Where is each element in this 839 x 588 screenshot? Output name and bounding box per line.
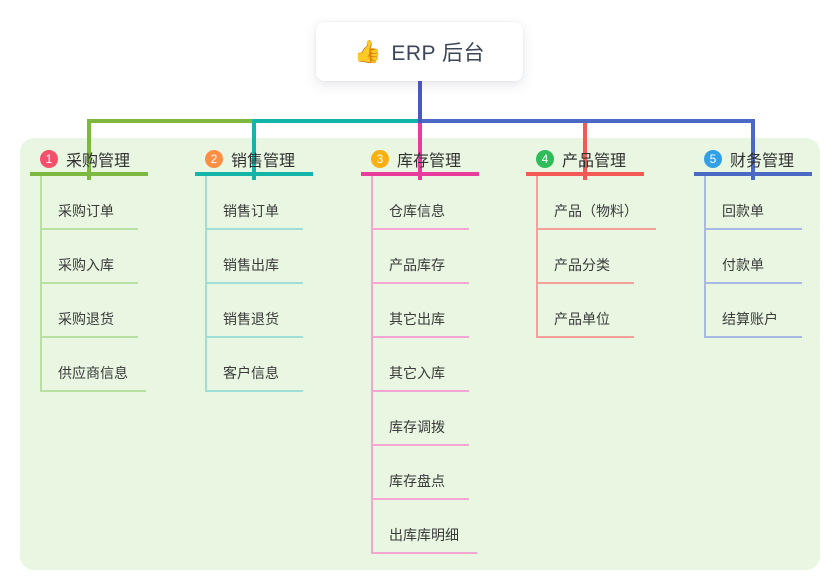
branch-inventory: 3 库存管理 仓库信息 产品库存 其它出库 其它入库 库存调拨 库存盘点 出库库… xyxy=(361,146,479,554)
child-label: 供应商信息 xyxy=(58,365,128,381)
child-node[interactable]: 出库库明细 xyxy=(373,500,477,554)
child-node[interactable]: 其它入库 xyxy=(373,338,469,392)
child-label: 销售订单 xyxy=(223,203,279,219)
child-node[interactable]: 销售订单 xyxy=(207,176,303,230)
child-label: 出库库明细 xyxy=(389,527,459,543)
child-node[interactable]: 其它出库 xyxy=(373,284,469,338)
branch-sales: 2 销售管理 销售订单 销售出库 销售退货 客户信息 xyxy=(195,146,313,392)
branch-purchase-title[interactable]: 1 采购管理 xyxy=(30,146,148,176)
child-label: 付款单 xyxy=(722,257,764,273)
child-label: 销售出库 xyxy=(223,257,279,273)
branch-product-children: 产品（物料） 产品分类 产品单位 xyxy=(536,176,656,338)
child-node[interactable]: 采购入库 xyxy=(42,230,138,284)
child-label: 回款单 xyxy=(722,203,764,219)
child-label: 其它入库 xyxy=(389,365,445,381)
child-node[interactable]: 采购退货 xyxy=(42,284,138,338)
child-node[interactable]: 产品单位 xyxy=(538,284,634,338)
child-label: 库存盘点 xyxy=(389,473,445,489)
root-node[interactable]: 👍 ERP 后台 xyxy=(316,22,523,81)
child-node[interactable]: 客户信息 xyxy=(207,338,303,392)
branch-sales-title[interactable]: 2 销售管理 xyxy=(195,146,313,176)
child-node[interactable]: 销售出库 xyxy=(207,230,303,284)
branch-number-badge: 3 xyxy=(371,150,389,168)
root-node-label: ERP 后台 xyxy=(391,41,486,65)
branch-finance-children: 回款单 付款单 结算账户 xyxy=(704,176,812,338)
child-label: 其它出库 xyxy=(389,311,445,327)
child-label: 产品（物料） xyxy=(554,203,638,219)
child-label: 产品库存 xyxy=(389,257,445,273)
branch-inventory-title[interactable]: 3 库存管理 xyxy=(361,146,479,176)
child-node[interactable]: 销售退货 xyxy=(207,284,303,338)
child-node[interactable]: 产品分类 xyxy=(538,230,634,284)
branch-title-label: 销售管理 xyxy=(231,153,296,170)
child-label: 库存调拨 xyxy=(389,419,445,435)
child-node[interactable]: 供应商信息 xyxy=(42,338,146,392)
branch-purchase: 1 采购管理 采购订单 采购入库 采购退货 供应商信息 xyxy=(30,146,148,392)
branch-number-badge: 1 xyxy=(40,150,58,168)
branch-finance: 5 财务管理 回款单 付款单 结算账户 xyxy=(694,146,812,338)
branch-title-label: 采购管理 xyxy=(66,153,131,170)
child-node[interactable]: 采购订单 xyxy=(42,176,138,230)
child-node[interactable]: 产品库存 xyxy=(373,230,469,284)
branch-number-badge: 5 xyxy=(704,150,722,168)
child-label: 采购入库 xyxy=(58,257,114,273)
branch-sales-children: 销售订单 销售出库 销售退货 客户信息 xyxy=(205,176,313,392)
branch-number-badge: 4 xyxy=(536,150,554,168)
branch-purchase-children: 采购订单 采购入库 采购退货 供应商信息 xyxy=(40,176,148,392)
child-label: 销售退货 xyxy=(223,311,279,327)
child-node[interactable]: 付款单 xyxy=(706,230,802,284)
branch-title-label: 财务管理 xyxy=(730,153,795,170)
branch-number-badge: 2 xyxy=(205,150,223,168)
branch-inventory-children: 仓库信息 产品库存 其它出库 其它入库 库存调拨 库存盘点 出库库明细 xyxy=(371,176,479,554)
child-node[interactable]: 结算账户 xyxy=(706,284,802,338)
branch-product: 4 产品管理 产品（物料） 产品分类 产品单位 xyxy=(526,146,656,338)
child-label: 结算账户 xyxy=(722,311,778,327)
child-label: 产品分类 xyxy=(554,257,610,273)
thumbs-up-icon: 👍 xyxy=(353,38,382,64)
child-node[interactable]: 库存盘点 xyxy=(373,446,469,500)
child-label: 仓库信息 xyxy=(389,203,445,219)
child-node[interactable]: 回款单 xyxy=(706,176,802,230)
child-label: 采购退货 xyxy=(58,311,114,327)
branch-title-label: 库存管理 xyxy=(397,153,462,170)
child-node[interactable]: 仓库信息 xyxy=(373,176,469,230)
branch-finance-title[interactable]: 5 财务管理 xyxy=(694,146,812,176)
child-label: 采购订单 xyxy=(58,203,114,219)
branch-product-title[interactable]: 4 产品管理 xyxy=(526,146,644,176)
child-node[interactable]: 库存调拨 xyxy=(373,392,469,446)
child-node[interactable]: 产品（物料） xyxy=(538,176,656,230)
child-label: 产品单位 xyxy=(554,311,610,327)
branch-title-label: 产品管理 xyxy=(562,153,627,170)
child-label: 客户信息 xyxy=(223,365,279,381)
